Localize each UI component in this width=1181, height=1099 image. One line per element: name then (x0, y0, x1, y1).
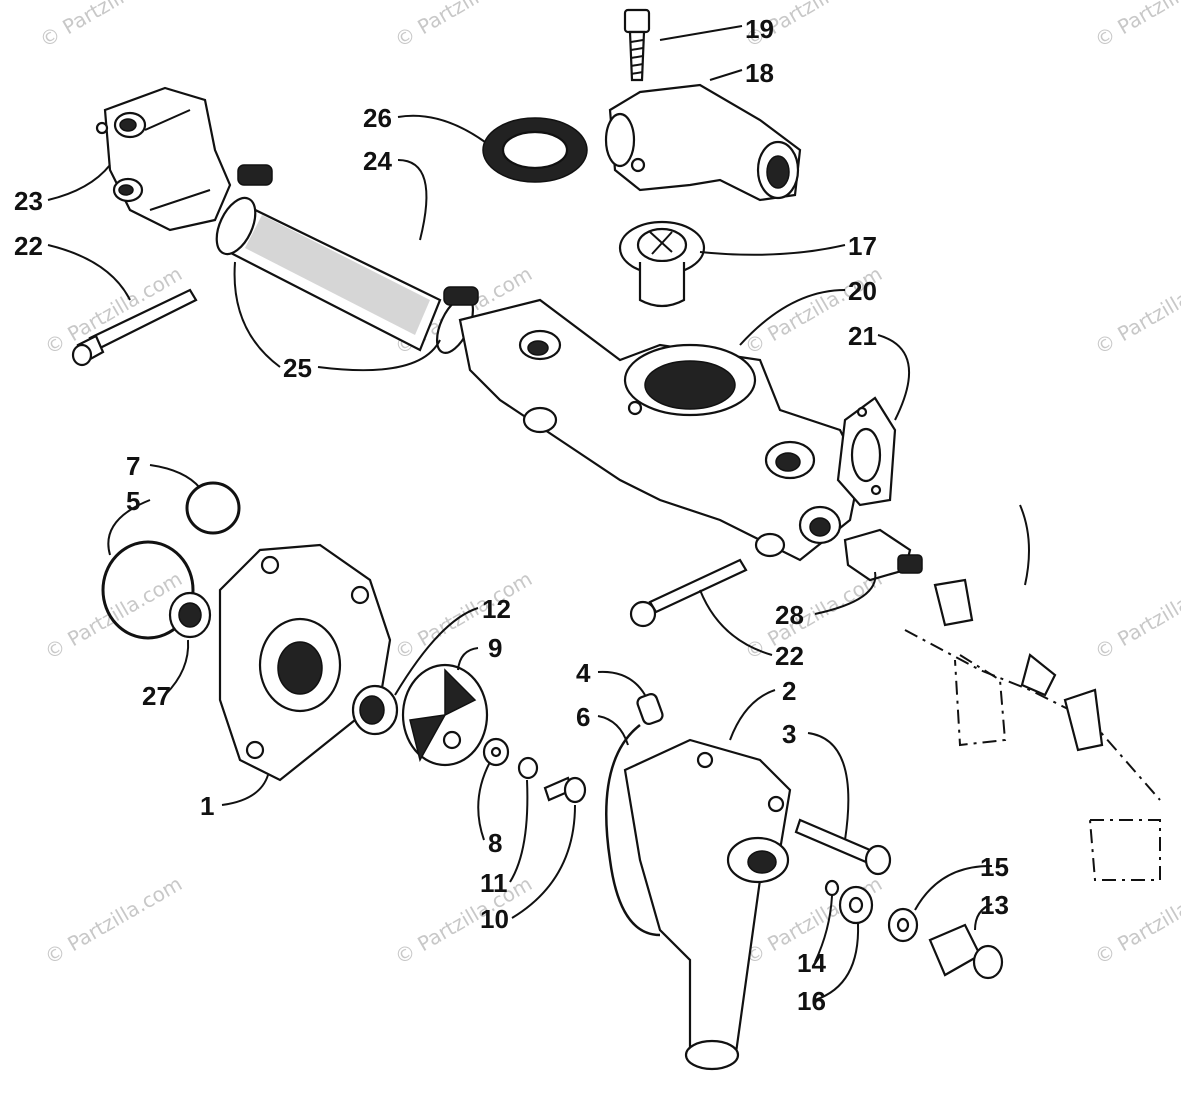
part-9-impeller (401, 663, 489, 767)
callout-labels: 19 18 26 24 17 20 21 23 22 25 7 5 27 1 1… (14, 14, 1009, 1016)
label-11: 11 (480, 868, 508, 898)
part-22-bolt-upper (71, 288, 198, 367)
part-1-pump-housing (218, 543, 392, 782)
part-5-o-ring (101, 540, 195, 640)
label-15: 15 (980, 852, 1009, 882)
label-24: 24 (363, 146, 392, 176)
part-18-outlet-elbow (604, 83, 802, 202)
part-19-bolt (623, 8, 651, 82)
part-3-bolt (794, 818, 892, 876)
part-10-bolt (543, 776, 587, 804)
watermark: © Partzilla.com (1091, 566, 1181, 664)
watermark: © Partzilla.com (41, 566, 187, 664)
part-20-thermostat-housing (458, 298, 862, 562)
part-14-washer (824, 879, 840, 897)
label-17: 17 (848, 231, 877, 261)
part-22-bolt-lower (629, 558, 748, 628)
label-2: 2 (782, 676, 796, 706)
part-17-thermostat (618, 220, 706, 308)
part-26-seal (482, 117, 588, 183)
label-27: 27 (142, 681, 171, 711)
label-12: 12 (482, 594, 511, 624)
part-8-washer (482, 737, 510, 767)
label-9: 9 (488, 633, 502, 663)
label-18: 18 (745, 58, 774, 88)
label-22-lower: 22 (775, 641, 804, 671)
part-12-shaft-seal (351, 684, 399, 736)
label-6: 6 (576, 702, 590, 732)
label-14: 14 (797, 948, 826, 978)
part-2-pump-cover (623, 738, 792, 1071)
part-21-gasket (836, 396, 897, 507)
part-7-o-ring (185, 481, 241, 535)
part-23-outlet-elbow (95, 86, 232, 232)
leader-lines (47, 25, 993, 1001)
label-7: 7 (126, 451, 140, 481)
label-25: 25 (283, 353, 312, 383)
label-8: 8 (488, 828, 502, 858)
part-15-washer (887, 907, 919, 943)
part-16-washer (838, 885, 874, 925)
watermark: © Partzilla.com (41, 871, 187, 969)
label-4: 4 (576, 658, 591, 688)
label-19: 19 (745, 14, 774, 44)
label-10: 10 (480, 904, 509, 934)
part-27-bearing (168, 591, 212, 639)
label-5: 5 (126, 486, 140, 516)
label-28: 28 (775, 600, 804, 630)
part-4-pin (636, 693, 664, 725)
part-24-hose (215, 164, 479, 354)
label-22-upper: 22 (14, 231, 43, 261)
watermark: © Partzilla.com (36, 0, 182, 52)
watermark: © Partzilla.com (391, 0, 537, 52)
part-28-sensor (843, 528, 923, 582)
watermark: © Partzilla.com (1091, 261, 1181, 359)
label-16: 16 (797, 986, 826, 1016)
watermark: © Partzilla.com (1091, 0, 1181, 52)
wire-harness (904, 504, 1161, 881)
watermark: © Partzilla.com (1091, 871, 1181, 969)
part-13-drain-plug (928, 923, 1004, 980)
label-20: 20 (848, 276, 877, 306)
label-3: 3 (782, 719, 796, 749)
watermark: © Partzilla.com (391, 871, 537, 969)
part-6-o-ring (605, 724, 661, 937)
label-26: 26 (363, 103, 392, 133)
label-1: 1 (200, 791, 214, 821)
part-11-washer (517, 756, 539, 780)
label-21: 21 (848, 321, 877, 351)
label-23: 23 (14, 186, 43, 216)
watermark: © Partzilla.com (741, 566, 887, 664)
label-13: 13 (980, 890, 1009, 920)
